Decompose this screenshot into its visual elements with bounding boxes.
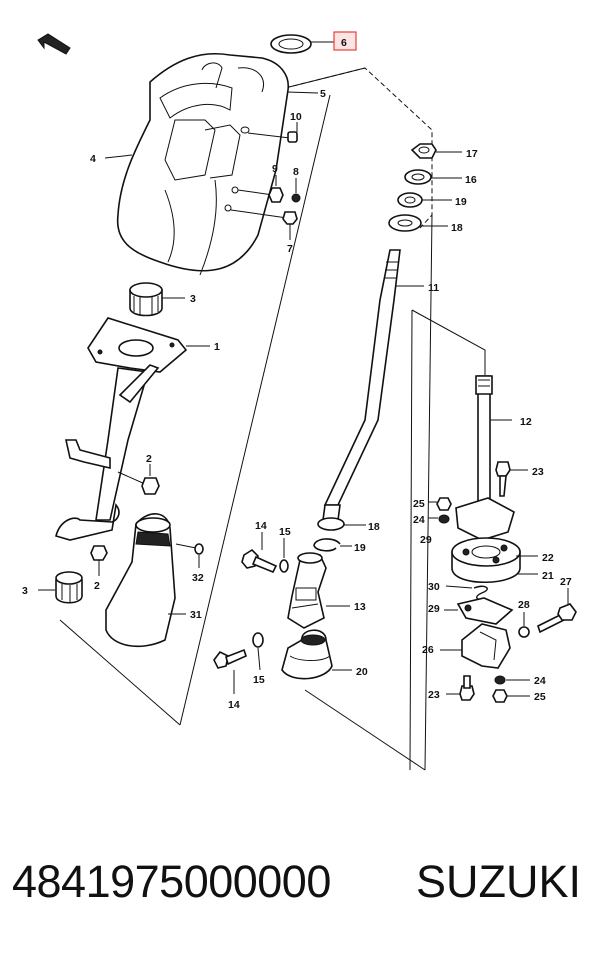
- yoke-26: [440, 623, 511, 669]
- callout-28[interactable]: 28: [518, 599, 530, 611]
- callout-19-upper[interactable]: 19: [455, 196, 467, 208]
- callout-21[interactable]: 21: [542, 570, 554, 582]
- part-4-5-column-cover: [104, 52, 319, 276]
- callout-18-upper[interactable]: 18: [451, 222, 463, 234]
- callout-6: 6: [341, 37, 347, 49]
- callout-5[interactable]: 5: [320, 88, 326, 100]
- callout-23-lower[interactable]: 23: [428, 689, 440, 701]
- callout-6-highlight[interactable]: 6: [333, 31, 357, 51]
- washer-16: [404, 169, 462, 185]
- callout-1[interactable]: 1: [214, 341, 220, 353]
- callout-22[interactable]: 22: [542, 552, 554, 564]
- callout-16[interactable]: 16: [465, 174, 477, 186]
- bolt-27: [537, 588, 577, 634]
- callout-29-upper[interactable]: 29: [420, 534, 432, 546]
- callout-14-lower[interactable]: 14: [228, 699, 240, 711]
- part-20-dust-boot: [281, 629, 352, 680]
- callout-29-lower[interactable]: 29: [428, 603, 440, 615]
- bolt-23-lower: [446, 675, 475, 701]
- callout-26[interactable]: 26: [422, 644, 434, 656]
- callout-31[interactable]: 31: [190, 609, 202, 621]
- callout-19-lower[interactable]: 19: [354, 542, 366, 554]
- washer-15-upper: [279, 538, 289, 573]
- screw-7: [230, 209, 298, 240]
- front-arrow-icon: [37, 33, 71, 55]
- callout-9[interactable]: 9: [272, 163, 278, 175]
- bolt-2-lower: [90, 545, 108, 576]
- callout-23-upper[interactable]: 23: [532, 466, 544, 478]
- callout-20[interactable]: 20: [356, 666, 368, 678]
- callout-27[interactable]: 27: [560, 576, 572, 588]
- callout-18-lower[interactable]: 18: [368, 521, 380, 533]
- part-13-universal-joint: [287, 552, 350, 629]
- callout-15-upper[interactable]: 15: [279, 526, 291, 538]
- callout-10[interactable]: 10: [290, 111, 302, 123]
- lower-bracket-assembly: [451, 497, 538, 583]
- bolt-2-upper: [117, 464, 160, 495]
- callout-2-upper[interactable]: 2: [146, 453, 152, 465]
- part-6-seal: [270, 34, 336, 54]
- callout-13[interactable]: 13: [354, 601, 366, 613]
- washer-18-lower: [317, 517, 366, 531]
- screw-9: [237, 175, 284, 203]
- callout-25-lower[interactable]: 25: [534, 691, 546, 703]
- callout-14-upper[interactable]: 14: [255, 520, 267, 532]
- callout-25-upper[interactable]: 25: [413, 498, 425, 510]
- callout-24-upper[interactable]: 24: [413, 514, 425, 526]
- bolt-14-lower: [213, 648, 247, 694]
- part-11-steering-shaft: [322, 249, 424, 521]
- clip-32: [175, 543, 204, 568]
- screw-10: [247, 122, 298, 143]
- group-outline-lower: [409, 309, 486, 771]
- callout-17[interactable]: 17: [466, 148, 478, 160]
- plate-29-lower: [444, 597, 514, 625]
- snap-ring-19: [313, 538, 352, 552]
- part-number: 4841975000000: [12, 856, 331, 907]
- callout-32[interactable]: 32: [192, 572, 204, 584]
- callout-24-lower[interactable]: 24: [534, 675, 546, 687]
- group-outline-column: [284, 67, 433, 229]
- group-outline-left: [59, 619, 181, 726]
- washer-15-lower: [252, 632, 264, 671]
- callout-3-lower[interactable]: 3: [22, 585, 28, 597]
- washer-18-upper: [388, 214, 448, 232]
- callout-7[interactable]: 7: [287, 243, 293, 255]
- callout-30[interactable]: 30: [428, 581, 440, 593]
- part-1-steering-column: [55, 317, 210, 541]
- callout-2-lower[interactable]: 2: [94, 580, 100, 592]
- callout-15-lower[interactable]: 15: [253, 674, 265, 686]
- washer-24-upper: [428, 514, 450, 524]
- washer-25-lower: [492, 689, 530, 703]
- part-31-column-boot: [105, 513, 186, 648]
- callout-4[interactable]: 4: [90, 153, 96, 165]
- washer-19: [397, 192, 452, 208]
- bolt-23-upper: [495, 461, 528, 497]
- exploded-parts-diagram: 6 5 4 10 9 8 7 17 16 19 18 11 3 1 2 2 3 …: [22, 31, 577, 771]
- washer-25-upper: [428, 497, 452, 511]
- bolt-14-upper: [241, 532, 278, 574]
- callout-12[interactable]: 12: [520, 416, 532, 428]
- group-outline-shaft: [179, 67, 433, 771]
- washer-24-lower: [494, 675, 530, 685]
- brand-name: SUZUKI: [416, 856, 582, 907]
- washer-8: [291, 178, 301, 203]
- part-3-bushing-upper: [129, 282, 185, 317]
- part-12-lower-shaft: [475, 375, 512, 513]
- part-3-bushing-lower: [38, 571, 83, 604]
- callout-8[interactable]: 8: [293, 166, 299, 178]
- callout-11[interactable]: 11: [428, 282, 439, 294]
- nut-28: [518, 612, 530, 638]
- callout-3-upper[interactable]: 3: [190, 293, 196, 305]
- nut-17: [410, 143, 462, 159]
